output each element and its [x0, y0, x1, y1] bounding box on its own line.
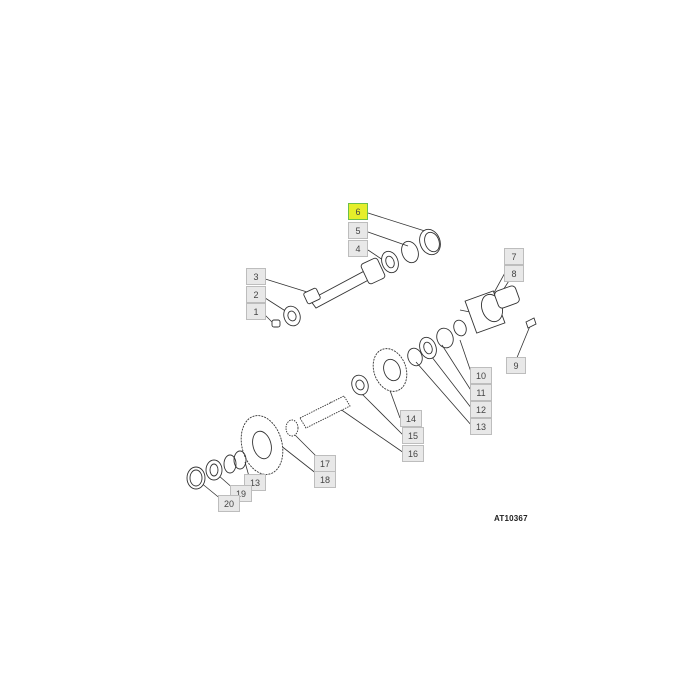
- callout-part-9[interactable]: 9: [506, 357, 526, 374]
- callout-part-15[interactable]: 15: [402, 427, 424, 444]
- callout-part-17[interactable]: 17: [314, 455, 336, 472]
- middle-gear-shaft-assembly: [285, 348, 408, 437]
- callout-part-3[interactable]: 3: [246, 268, 266, 285]
- callout-part-1[interactable]: 1: [246, 303, 266, 320]
- lower-gear-assembly: [186, 415, 284, 490]
- callout-part-4[interactable]: 4: [348, 240, 368, 257]
- output-housing-assembly: [407, 285, 537, 367]
- callout-part-7[interactable]: 7: [504, 248, 524, 265]
- callout-part-5[interactable]: 5: [348, 222, 368, 239]
- callout-part-12[interactable]: 12: [470, 401, 492, 418]
- callout-part-18[interactable]: 18: [314, 471, 336, 488]
- callout-part-14[interactable]: 14: [400, 410, 422, 427]
- upper-shaft-assembly: [271, 228, 441, 328]
- callout-part-20[interactable]: 20: [218, 495, 240, 512]
- callout-part-13-upper[interactable]: 13: [470, 418, 492, 435]
- callout-part-11[interactable]: 11: [470, 384, 492, 401]
- callout-part-10[interactable]: 10: [470, 367, 492, 384]
- callout-part-2[interactable]: 2: [246, 286, 266, 303]
- callout-part-6[interactable]: 6: [348, 203, 368, 220]
- callout-part-8[interactable]: 8: [504, 265, 524, 282]
- diagram-reference-code: AT10367: [494, 514, 528, 523]
- callout-part-16[interactable]: 16: [402, 445, 424, 462]
